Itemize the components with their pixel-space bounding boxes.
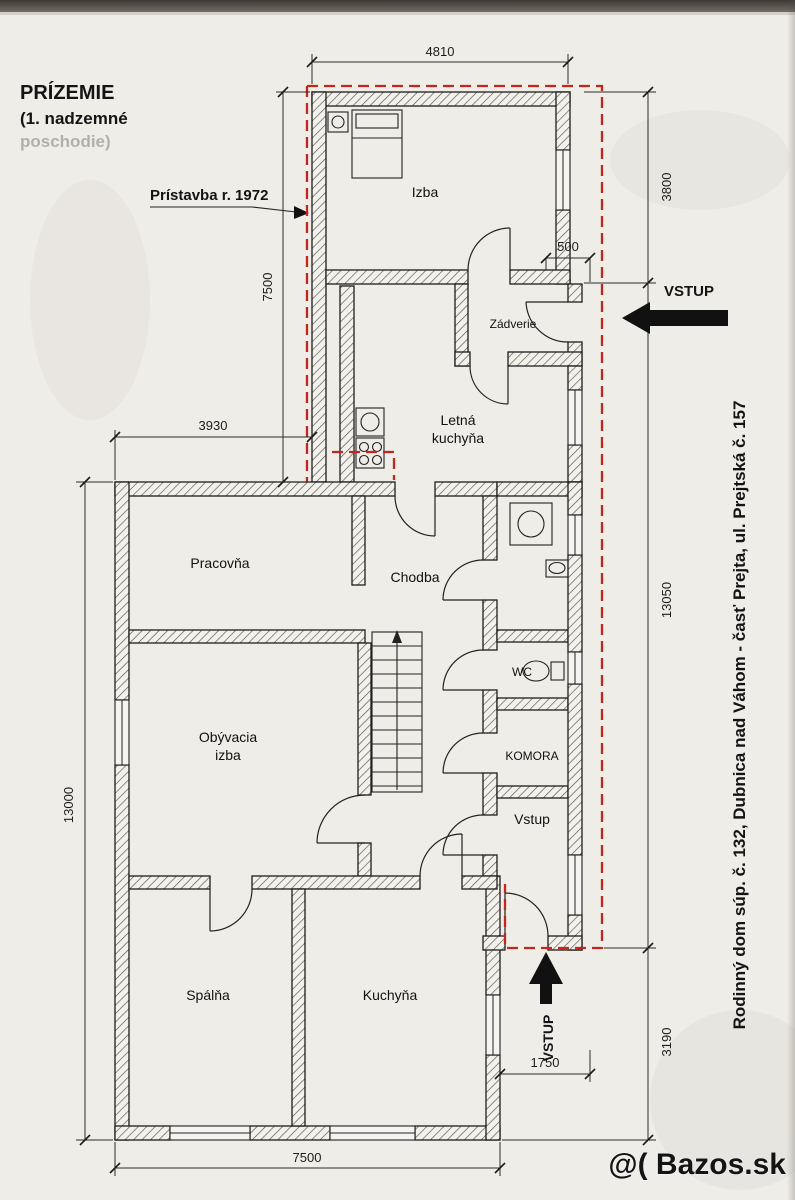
room-label-obyvacia-2: izba <box>215 747 241 763</box>
dim-13000: 13000 <box>61 787 76 823</box>
window-vstup-east <box>567 854 583 916</box>
door-vstup-inner <box>442 814 484 856</box>
dim-7500-bottom: 7500 <box>293 1150 322 1165</box>
dim-3930: 3930 <box>199 418 228 433</box>
dimension-bottom-width: 7500 <box>109 1142 506 1176</box>
window-spalna-south <box>169 1125 251 1141</box>
scan-top-band <box>0 0 795 12</box>
window-wc-east <box>567 651 583 685</box>
room-label-pracovna: Pracovňa <box>190 555 249 571</box>
title-block: PRÍZEMIE (1. nadzemné poschodie) <box>20 81 128 151</box>
entrance-bottom-arrow-icon <box>529 952 563 1004</box>
entrance-annotations: VSTUP VSTUP <box>529 283 728 1061</box>
entrance-bottom: VSTUP <box>529 952 563 1061</box>
room-label-komora: KOMORA <box>505 749 558 763</box>
pristavba-arrowhead-icon <box>294 206 309 219</box>
door-obyvacia <box>316 794 366 844</box>
window-izba-east <box>555 149 571 211</box>
dim-1750: 1750 <box>531 1055 560 1070</box>
dimension-top-left-width: 3930 <box>109 418 318 480</box>
room-label-vstup: Vstup <box>514 811 550 827</box>
windows <box>114 149 583 1141</box>
room-label-letna-kuchyna-2: kuchyňa <box>432 430 484 446</box>
dimension-right-top: 3800 <box>584 86 674 289</box>
dim-3800: 3800 <box>659 173 674 202</box>
dim-13050: 13050 <box>659 582 674 618</box>
scan-right-shadow <box>787 0 795 1200</box>
entrance-right-label: VSTUP <box>664 283 714 300</box>
room-label-spalna: Spálňa <box>186 987 230 1003</box>
door-komora <box>442 732 484 774</box>
toilet <box>522 660 565 682</box>
page-subtitle-line2: poschodie) <box>20 132 111 151</box>
door-bathroom <box>442 559 484 601</box>
entrance-bottom-label: VSTUP <box>540 1015 556 1062</box>
door-main-entrance <box>525 301 569 343</box>
stairs-direction-arrow-icon <box>392 630 402 643</box>
scan-smudge <box>650 1010 795 1190</box>
sink <box>545 559 569 578</box>
room-label-letna-kuchyna-1: Letná <box>440 412 475 428</box>
dimension-right-middle: 13050 <box>604 283 674 954</box>
scan-smudge <box>30 180 150 420</box>
dim-4810: 4810 <box>426 44 455 59</box>
page-subtitle-line1: (1. nadzemné <box>20 109 128 128</box>
door-wc <box>442 649 484 691</box>
shower <box>509 502 553 546</box>
door-spalna <box>209 888 253 932</box>
dimension-left-height: 13000 <box>61 476 113 1146</box>
pristavba-arrow-line <box>150 206 297 213</box>
side-address-title: Rodinný dom súp. č. 132, Dubnica nad Váh… <box>730 401 749 1030</box>
dim-7500-left: 7500 <box>260 273 275 302</box>
door-kuchyna <box>419 833 463 877</box>
dimensions: 4810 3800 500 7500 3930 13050 <box>61 44 674 1176</box>
room-label-kuchyna: Kuchyňa <box>363 987 418 1003</box>
room-label-chodba: Chodba <box>390 569 439 585</box>
scan-top-edge <box>0 12 795 15</box>
room-label-izba: Izba <box>412 184 439 200</box>
dim-3190: 3190 <box>659 1028 674 1057</box>
entrance-right: VSTUP <box>622 283 728 334</box>
dimension-small-offset: 500 <box>540 239 596 282</box>
dimension-right-bottom: 3190 <box>502 948 674 1146</box>
room-labels: Izba Zádverie Letná kuchyňa Pracovňa Cho… <box>186 184 558 1003</box>
dimension-left-extension: 7500 <box>260 86 310 488</box>
stairs <box>371 630 423 793</box>
dim-500: 500 <box>557 239 579 254</box>
extension-outline <box>305 84 604 950</box>
dimension-bottom-right-width: 1750 <box>494 1050 596 1082</box>
walls <box>114 91 583 1141</box>
window-letna-east <box>567 389 583 446</box>
pristavba-label: Prístavba r. 1972 <box>150 187 268 204</box>
chimney <box>327 111 349 133</box>
scan-smudge <box>610 110 790 210</box>
room-label-zadverie: Zádverie <box>490 317 537 331</box>
window-west <box>114 699 130 766</box>
bazos-watermark: @( Bazos.sk <box>608 1148 786 1181</box>
room-label-obyvacia-1: Obývacia <box>199 729 258 745</box>
dimension-top-width: 4810 <box>306 44 574 84</box>
window-kuchyna-east <box>485 994 501 1056</box>
page-title: PRÍZEMIE <box>20 81 114 104</box>
door-zadverie-letna <box>469 365 509 405</box>
entrance-right-arrow-icon <box>622 302 728 334</box>
bed <box>351 109 403 179</box>
window-bathroom-east <box>567 514 583 556</box>
door-izba <box>467 227 511 271</box>
room-label-wc: WC <box>512 665 532 679</box>
window-kuchyna-south <box>329 1125 416 1141</box>
pristavba-annotation: Prístavba r. 1972 <box>150 187 309 219</box>
door-chodba-letna <box>394 495 436 537</box>
